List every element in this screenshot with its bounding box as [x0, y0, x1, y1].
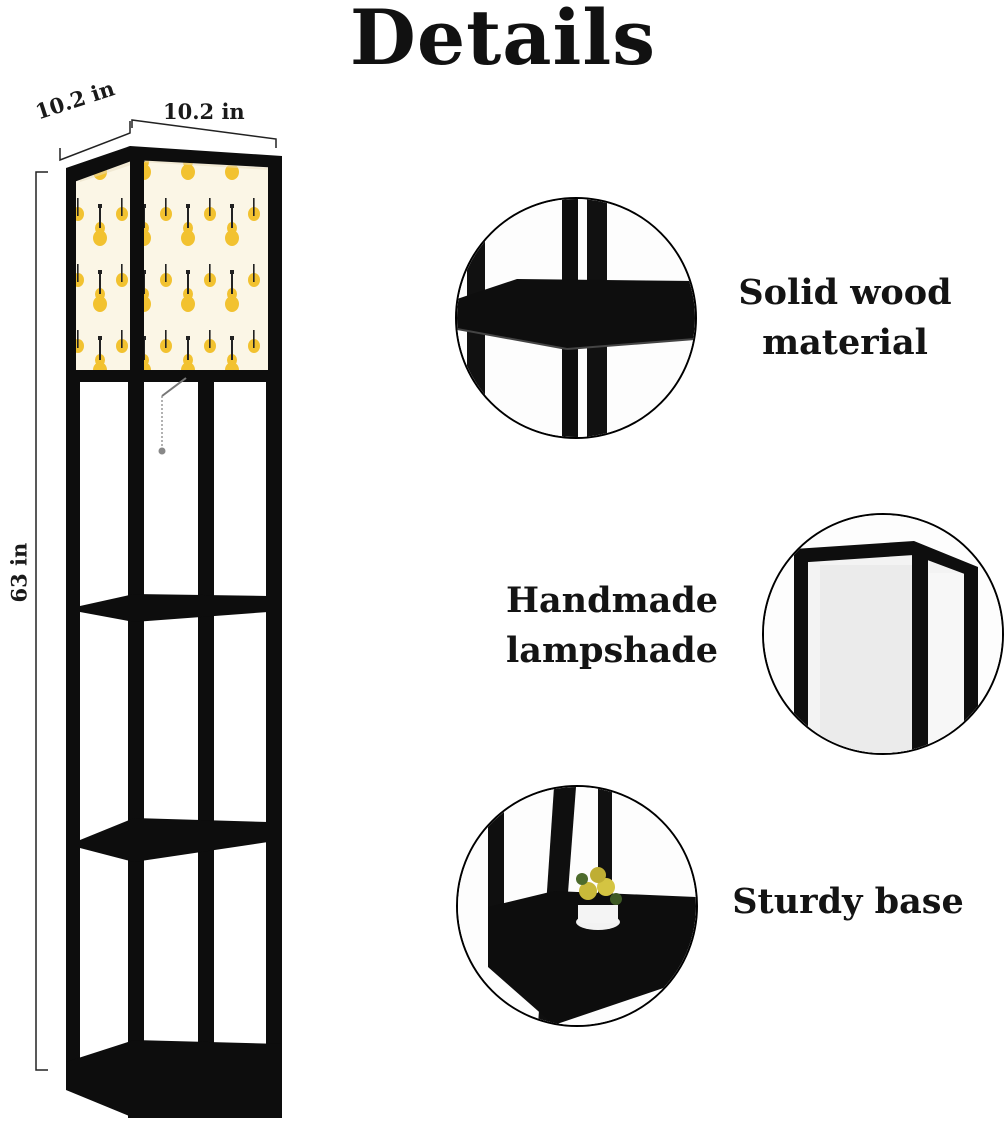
page-title: Details [349, 0, 657, 82]
dimension-lines [35, 119, 277, 1071]
feature-lampshade-label: Handmade lampshade [496, 576, 728, 676]
feature-label-line: lampshade [505, 630, 719, 671]
feature-label-line: material [762, 322, 928, 363]
feature-label-line: Handmade [505, 580, 719, 621]
width-dimension-label: 10.2 in [163, 99, 245, 124]
feature-label-line: Sturdy base [732, 881, 964, 922]
feature-sturdy-base-label: Sturdy base [722, 877, 974, 927]
lampshade [76, 152, 270, 372]
feature-label-line: Solid wood [738, 272, 952, 313]
solid-wood-detail-image [455, 197, 697, 439]
feature-solid-wood-label: Solid wood material [720, 268, 970, 368]
lamp-frame [66, 146, 282, 1118]
lampshade-detail-image [762, 513, 1004, 755]
pull-chain [158, 377, 187, 455]
sturdy-base-detail-image [456, 785, 698, 1027]
